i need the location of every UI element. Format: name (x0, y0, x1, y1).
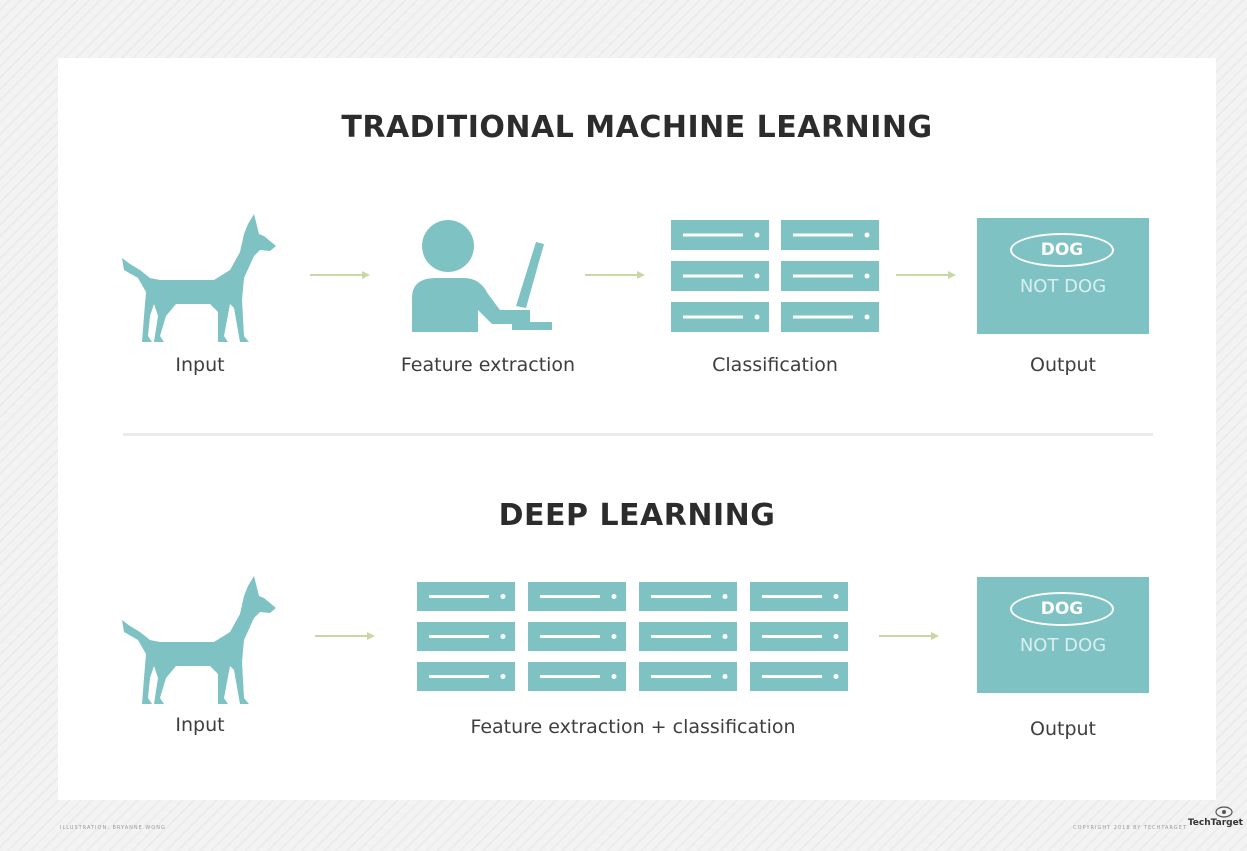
techtarget-brand: TechTarget (1187, 818, 1243, 828)
step-label: Input (175, 354, 225, 376)
techtarget-logo-icon (1215, 806, 1233, 818)
dog-result-oval: DOG (1010, 233, 1114, 267)
traditional-ml-title: TRADITIONAL MACHINE LEARNING (341, 110, 933, 145)
step-label: Output (1030, 354, 1096, 376)
arrow-icon (315, 632, 375, 640)
output-box: DOG NOT DOG (977, 577, 1149, 693)
step-label: Input (175, 714, 225, 736)
output-box: DOG NOT DOG (977, 218, 1149, 334)
arrow-icon (310, 271, 370, 279)
arrow-icon (896, 271, 956, 279)
arrow-icon (879, 632, 939, 640)
copyright-notice: Copyright 2018 by TechTarget (1073, 825, 1187, 831)
diagram-card: TRADITIONAL MACHINE LEARNING Input Featu… (58, 58, 1216, 800)
step-label: Output (1030, 718, 1096, 740)
person-at-computer-icon (412, 220, 552, 332)
illustration-credit: Illustration: Bryanne Wong (60, 825, 166, 831)
step-label: Classification (712, 354, 838, 376)
dog-icon (122, 576, 276, 704)
not-dog-label: NOT DOG (1019, 276, 1107, 297)
server-grid-icon (417, 582, 848, 691)
step-label: Feature extraction (400, 354, 576, 376)
section-divider (123, 433, 1153, 436)
dog-result-oval: DOG (1010, 592, 1114, 626)
deep-learning-title: DEEP LEARNING (498, 498, 776, 533)
not-dog-label: NOT DOG (1019, 635, 1107, 656)
step-label: Feature extraction + classification (470, 716, 796, 738)
arrow-icon (585, 271, 645, 279)
dog-icon (122, 214, 276, 342)
server-grid-icon (671, 220, 879, 332)
